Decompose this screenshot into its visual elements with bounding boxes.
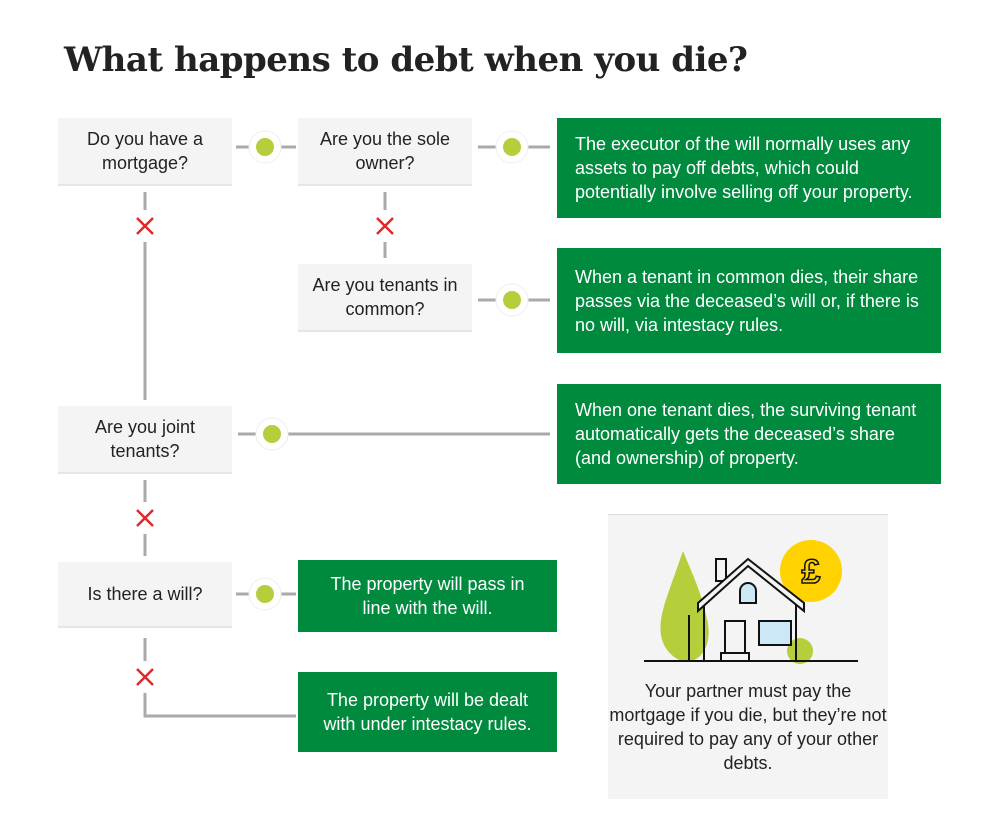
- question-joint-tenants: Are you joint tenants?: [58, 406, 232, 474]
- yes-dot-icon: [263, 425, 281, 443]
- question-mortgage: Do you have a mortgage?: [58, 118, 232, 186]
- answer-tenants-in-common: When a tenant in common dies, their shar…: [557, 248, 941, 353]
- pound-coin-icon: [780, 540, 842, 602]
- yes-dot-icon: [503, 138, 521, 156]
- yes-dot-icon: [503, 291, 521, 309]
- no-cross-icon: [136, 509, 154, 527]
- info-card: £ Your partner must pay the mortgage if …: [608, 514, 888, 799]
- yes-dots: [248, 130, 529, 611]
- answer-will-no: The property will be dealt with under in…: [298, 672, 557, 752]
- question-will: Is there a will?: [58, 562, 232, 628]
- answer-joint-tenants: When one tenant dies, the surviving tena…: [557, 384, 941, 484]
- question-sole-owner: Are you the sole owner?: [298, 118, 472, 186]
- question-tenants-in-common: Are you tenants in common?: [298, 264, 472, 332]
- tree-icon: [660, 551, 709, 662]
- house-illustration: £: [644, 540, 858, 664]
- no-cross-icon: [376, 217, 394, 235]
- no-cross-icon: [136, 668, 154, 686]
- card-text: Your partner must pay the mortgage if yo…: [609, 681, 887, 773]
- bush-icon: [787, 638, 813, 664]
- answer-sole-owner: The executor of the will normally uses a…: [557, 118, 941, 218]
- yes-dot-icon: [256, 585, 274, 603]
- no-cross-icon: [136, 217, 154, 235]
- no-crosses: [129, 210, 401, 693]
- svg-text:£: £: [802, 553, 821, 591]
- page-title: What happens to debt when you die?: [64, 40, 748, 80]
- yes-dot-icon: [256, 138, 274, 156]
- answer-will-yes: The property will pass in line with the …: [298, 560, 557, 632]
